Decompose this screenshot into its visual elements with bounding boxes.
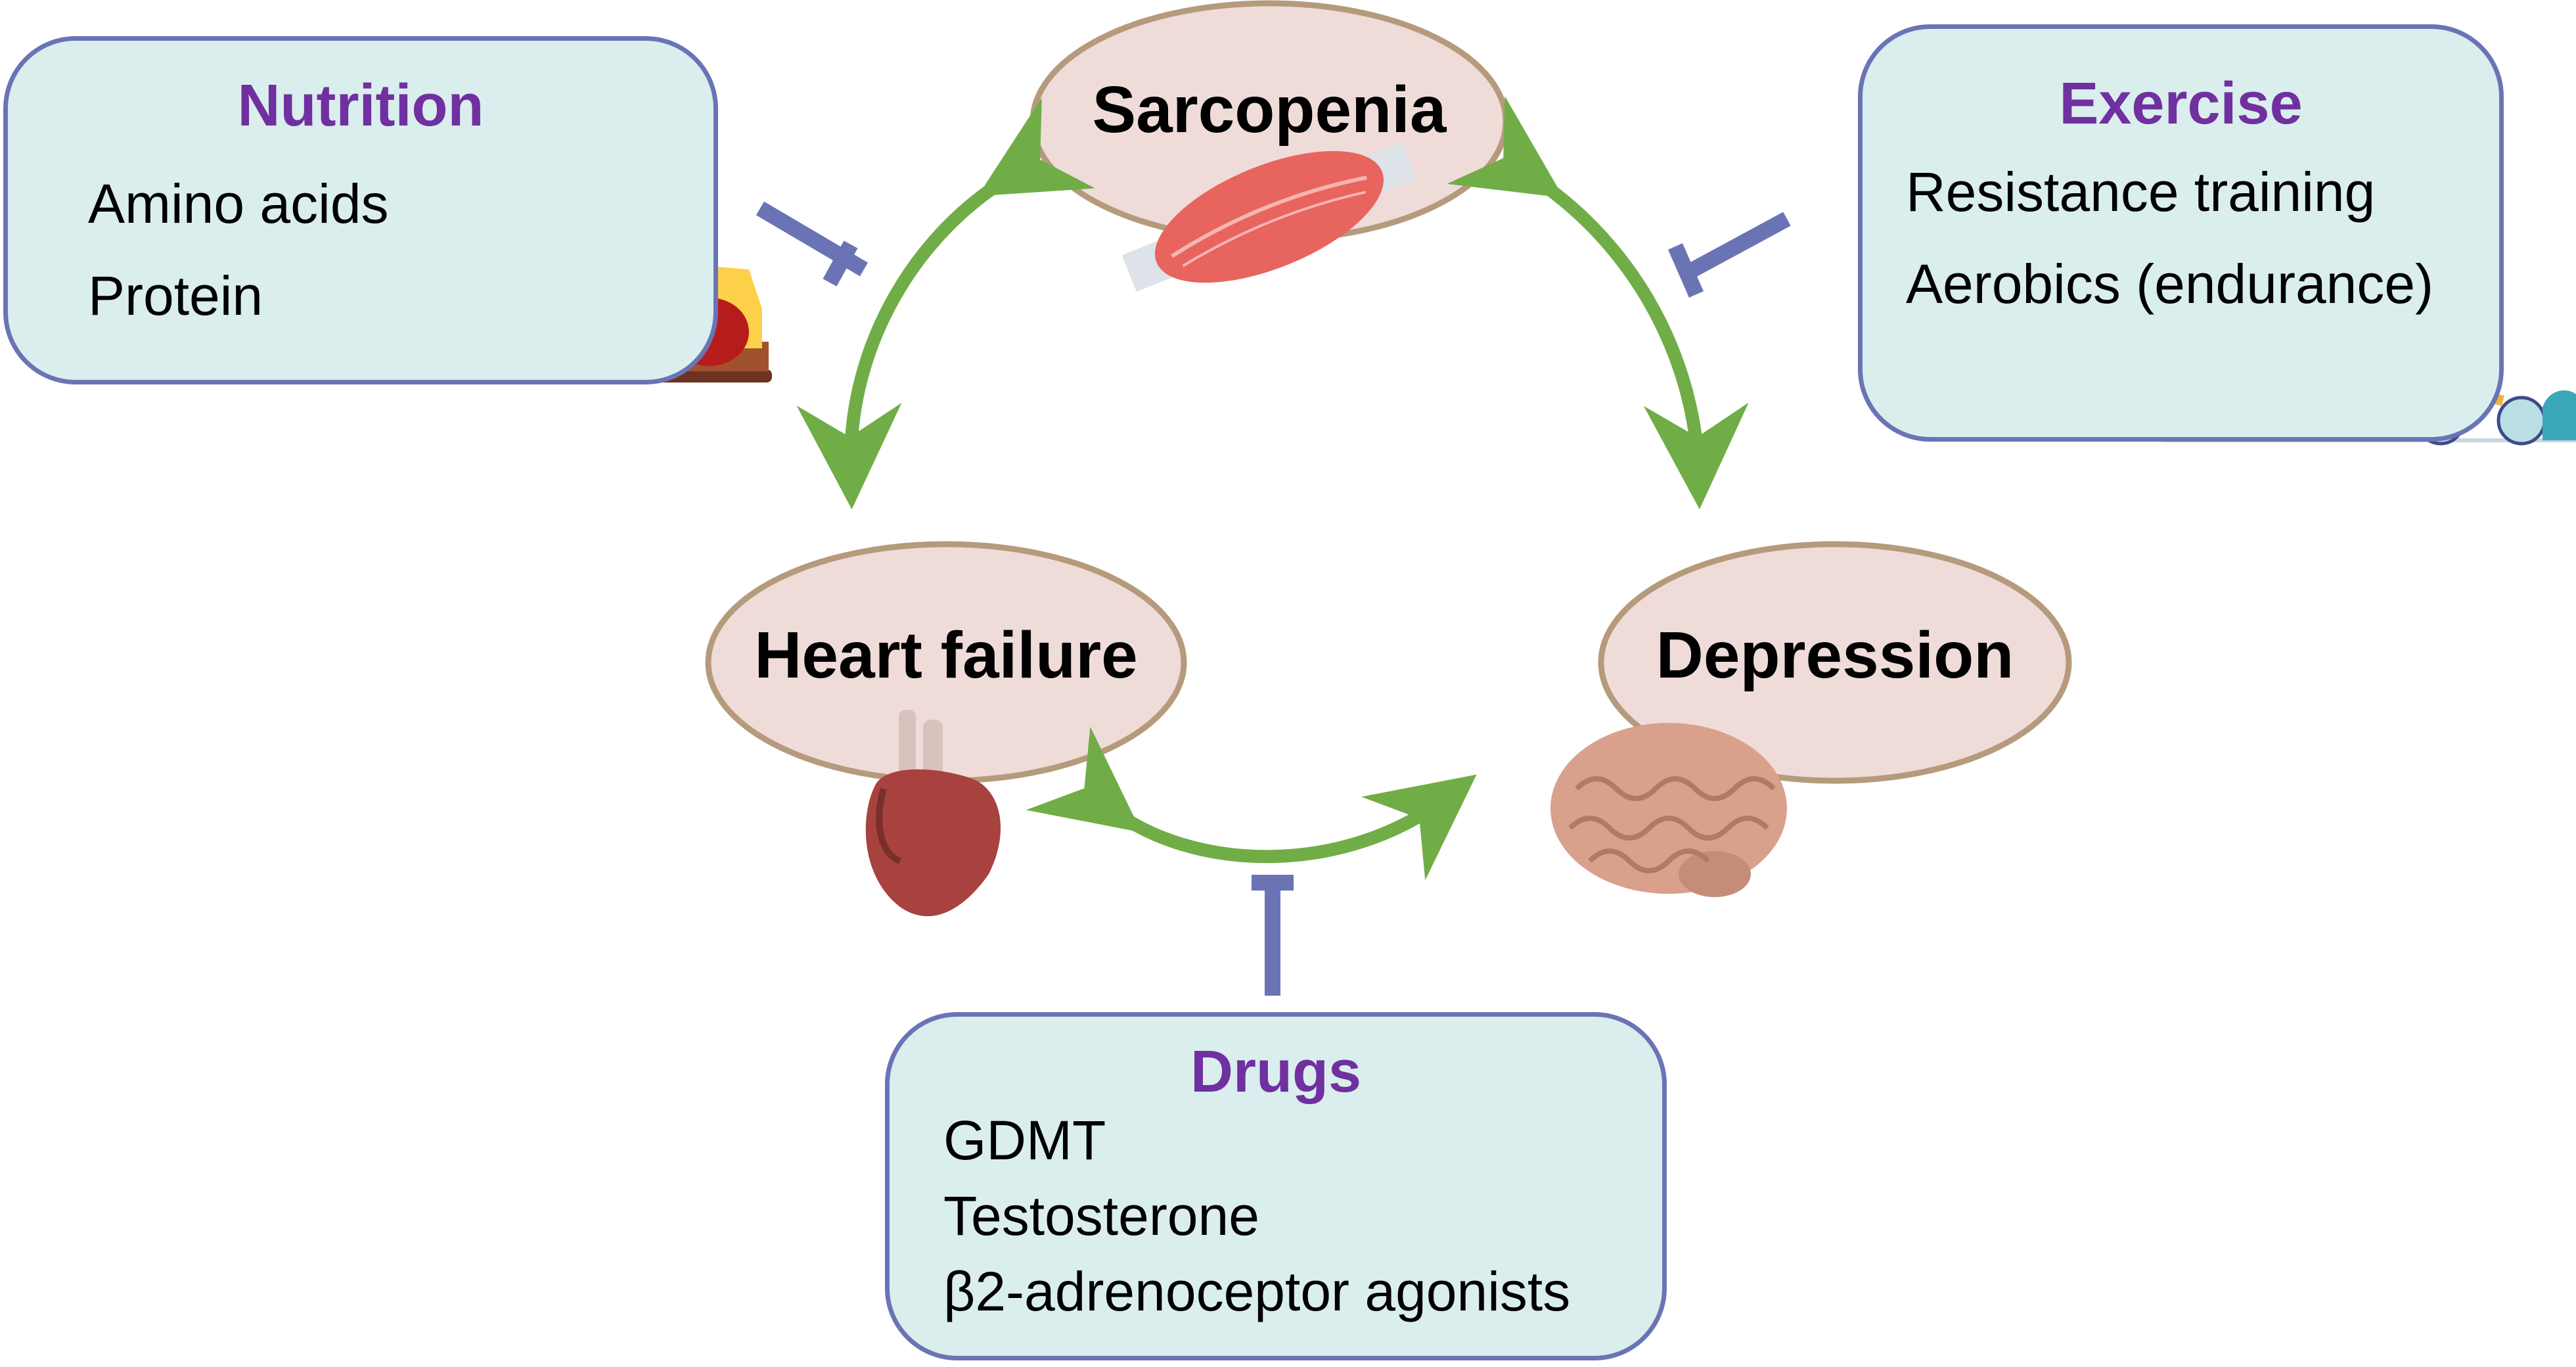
inhibitor-drugs [1252, 875, 1294, 996]
exercise-title: Exercise [2059, 71, 2303, 137]
exercise-item: Aerobics (endurance) [1906, 253, 2434, 315]
node-sarcopenia-label: Sarcopenia [1092, 73, 1447, 147]
heart-icon [865, 710, 1001, 917]
drugs-item: Testosterone [943, 1185, 1259, 1247]
nutrition-item: Amino acids [88, 173, 389, 235]
brain-icon [1550, 723, 1787, 897]
exercise-item: Resistance training [1906, 161, 2376, 223]
nutrition-item: Protein [88, 265, 263, 327]
nutrition-box: Nutrition Amino acids Protein [3, 36, 718, 384]
arrow-heart-failure-depression [1026, 726, 1477, 881]
node-depression-shape [1598, 541, 2072, 784]
arrow-sarcopenia-heart-failure [796, 97, 1095, 509]
drugs-box: Drugs GDMT Testosterone β2-adrenoceptor … [885, 1012, 1667, 1360]
drugs-item: β2-adrenoceptor agonists [943, 1261, 1571, 1322]
inhibitor-exercise [1668, 212, 1791, 298]
nutrition-title: Nutrition [237, 73, 484, 139]
exercise-box: Exercise Resistance training Aerobics (e… [1858, 24, 2504, 442]
drugs-item: GDMT [943, 1109, 1106, 1171]
arrow-sarcopenia-depression [1447, 96, 1749, 509]
node-depression-label: Depression [1656, 618, 2014, 692]
drugs-title: Drugs [1190, 1039, 1362, 1105]
node-heart-failure-label: Heart failure [754, 618, 1138, 692]
muscle-icon [1121, 142, 1417, 292]
inhibitor-nutrition [756, 201, 869, 287]
